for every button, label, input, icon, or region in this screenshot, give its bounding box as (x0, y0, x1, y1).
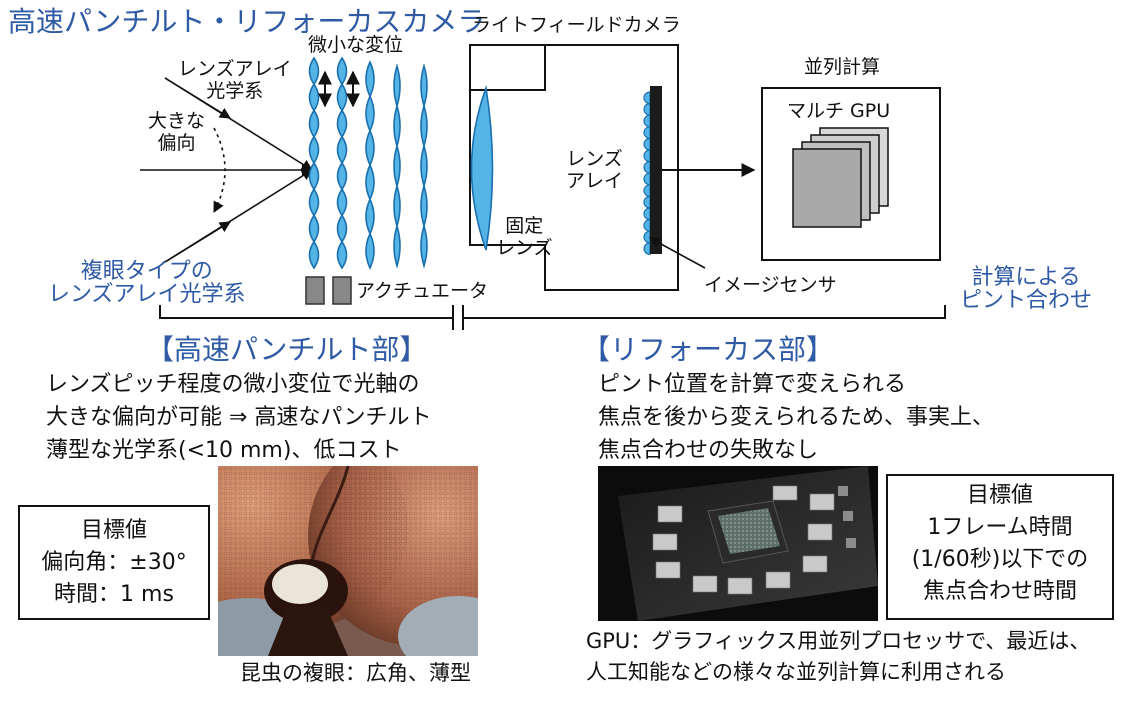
micro-lens (643, 172, 651, 186)
lens-array (308, 56, 428, 270)
incoming-rays (140, 77, 314, 263)
actuator-block-2 (332, 276, 352, 305)
lens-element (336, 187, 348, 217)
fixed-lens-label: 固定レンズ (496, 215, 553, 259)
micro-lens (643, 184, 651, 198)
micro-lens (643, 91, 651, 105)
lens-element (308, 214, 320, 244)
micro-lens (643, 207, 651, 221)
compound-eye-photo (218, 466, 478, 656)
micro-lens (643, 149, 651, 163)
lens-element (336, 161, 348, 191)
refocus-heading: 【リフォーカス部】 (582, 333, 835, 366)
pan-tilt-target-box: 目標値 偏向角：±30° 時間：1 ms (18, 505, 210, 620)
micro-lens (643, 218, 651, 232)
gpu-caption: GPU：グラフィックス用並列プロセッサで、最近は、 人工知能などの様々な並列計算… (586, 629, 1091, 684)
lens-element (308, 135, 320, 165)
compound-eye-caption: 昆虫の複眼：広角、薄型 (240, 661, 471, 685)
page-title: 高速パンチルト・リフォーカスカメラ (8, 5, 486, 38)
light-field-camera-label: ライトフィールドカメラ (472, 14, 681, 36)
micro-lens (643, 195, 651, 209)
lens-element (365, 231, 375, 270)
refocus-description: ピント位置を計算で変えられる 焦点を後から変えられるため、事実上、 焦点合わせの… (598, 372, 995, 463)
image-sensor (650, 86, 662, 254)
lens-array-optics-label: レンズアレイ光学系 (178, 58, 292, 102)
fixed-lens (470, 84, 494, 251)
micro-lens (643, 160, 651, 174)
large-deflection-label: 大きな偏向 (148, 110, 206, 154)
lens-element (365, 60, 375, 99)
lens-element (393, 63, 401, 109)
camera-lens-array (643, 91, 651, 256)
micro-lens (643, 230, 651, 244)
lens-element (308, 187, 320, 217)
lens-element (420, 183, 428, 229)
actuator-block-1 (305, 276, 325, 305)
small-displacement-label: 微小な変位 (308, 34, 404, 56)
pan-tilt-description: レンズピッチ程度の微小変位で光軸の 大きな偏向が可能 ⇒ 高速なパンチルト 薄型… (46, 372, 432, 463)
micro-lens (643, 137, 651, 151)
lens-element (336, 109, 348, 139)
section-brackets (159, 305, 946, 330)
lens-element (365, 163, 375, 202)
refocus-target-box: 目標値 1フレーム時間 (1/60秒)以下での 焦点合わせ時間 (886, 474, 1114, 620)
lens-element (393, 103, 401, 149)
micro-lens (643, 114, 651, 128)
parallel-computing-label: 並列計算 (804, 56, 881, 78)
lens-element (420, 223, 428, 269)
lens-element (336, 240, 348, 270)
micro-lens (643, 126, 651, 140)
computational-focus-label: 計算によるピント合わせ (960, 265, 1093, 313)
lens-element (420, 63, 428, 109)
lens-element (393, 223, 401, 269)
lens-element (393, 183, 401, 229)
lens-element (365, 197, 375, 236)
compound-eye-type-label: 複眼タイプのレンズアレイ光学系 (48, 259, 246, 307)
lens-element (393, 143, 401, 189)
pan-tilt-heading: 【高速パンチルト部】 (146, 333, 428, 366)
lens-element (308, 82, 320, 112)
lens-element (336, 214, 348, 244)
actuator-label: アクチュエータ (356, 280, 489, 302)
lens-array-label: レンズアレイ (566, 148, 624, 192)
image-sensor-label: イメージセンサ (704, 274, 837, 296)
gpu-stack (792, 127, 889, 228)
lens-element (420, 143, 428, 189)
lens-element (308, 240, 320, 270)
lens-element (308, 161, 320, 191)
multi-gpu-label: マルチ GPU (787, 100, 891, 122)
lens-element (336, 135, 348, 165)
micro-lens (643, 242, 651, 256)
displacement-arrows (318, 70, 360, 108)
lens-element (420, 103, 428, 149)
gpu-photo (598, 466, 878, 621)
camera-body (469, 44, 679, 291)
lens-element (308, 56, 320, 86)
lens-element (365, 128, 375, 167)
lens-element (336, 82, 348, 112)
lens-element (336, 56, 348, 86)
lens-element (365, 94, 375, 133)
micro-lens (643, 102, 651, 116)
lens-element (308, 109, 320, 139)
